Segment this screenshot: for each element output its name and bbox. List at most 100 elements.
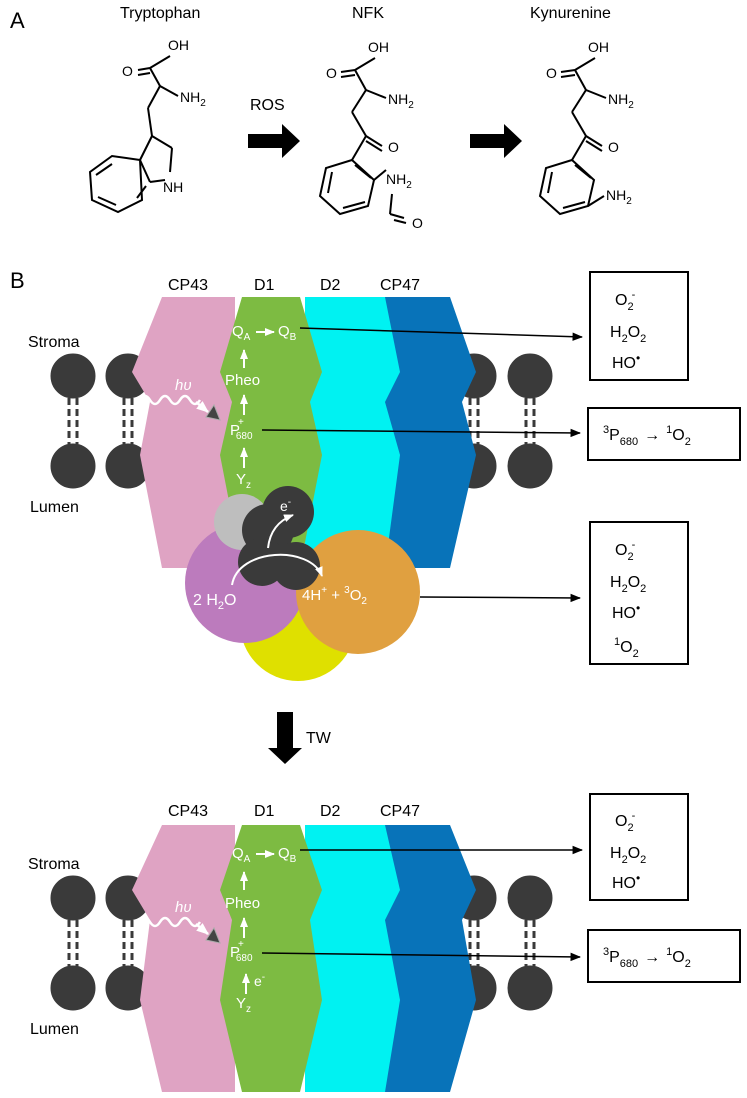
- nfk-nh2: NH2: [388, 91, 414, 111]
- arrow-qb-to-box1-top: [299, 327, 584, 341]
- ros-box-2-bottom: 3P680→1O2: [587, 929, 741, 983]
- qb-label-top: QB: [278, 323, 297, 343]
- yz-label-top: Yz: [236, 471, 251, 491]
- lipid-right-2b: [507, 875, 553, 1011]
- nfk-formyl-o: O: [412, 215, 423, 231]
- p680-triangle-top: [205, 403, 221, 421]
- ros-arrow: ROS: [248, 97, 300, 158]
- ros-box-1-top: O2- H2O2 HO•: [589, 271, 689, 381]
- box1-hydroxyl: HO•: [612, 351, 640, 372]
- stroma-label-top: Stroma: [28, 334, 80, 351]
- nfk-ring-nh2: NH2: [386, 171, 412, 191]
- tryptophan-ring-nh: NH: [163, 179, 183, 195]
- cp43-subunit-bottom: [132, 825, 235, 1092]
- reaction-arrow-2: [470, 124, 522, 158]
- cp47-label-bottom: CP47: [380, 803, 420, 820]
- cp47-subunit-top: [385, 297, 476, 568]
- oec-cluster-top: e- 2 H2O 4H+ + 3O2: [185, 486, 420, 681]
- tryptophan-oh: OH: [168, 37, 189, 53]
- lumen-label-top: Lumen: [30, 499, 79, 516]
- box3-hydroxyl: HO•: [612, 601, 640, 622]
- box3-h2o2: H2O2: [610, 574, 646, 595]
- tryptophan-nh2: NH2: [180, 89, 206, 109]
- box3-singlet-oxygen: 1O2: [614, 636, 639, 660]
- hv-label-top: hυ: [175, 377, 192, 394]
- nfk-ketone-o: O: [388, 139, 399, 155]
- d1-label-bottom: D1: [254, 803, 275, 820]
- kynurenine-oh: OH: [588, 39, 609, 55]
- box1b-h2o2: H2O2: [610, 845, 646, 866]
- electron-label-bottom: e-: [254, 972, 265, 989]
- kynurenine-nh2: NH2: [608, 91, 634, 111]
- box1b-hydroxyl: HO•: [612, 871, 640, 892]
- kynurenine-name: Kynurenine: [530, 5, 611, 22]
- d1-label-top: D1: [254, 277, 275, 294]
- pheo-label-bottom: Pheo: [225, 895, 260, 912]
- box1b-superoxide: O2-: [615, 810, 636, 834]
- panel-a: A Tryptophan OH O NH2 NH: [10, 5, 634, 231]
- ros-box-1-bottom: O2- H2O2 HO•: [589, 793, 689, 901]
- tryptophan-o: O: [122, 63, 133, 79]
- cp47-subunit-bottom: [385, 825, 476, 1092]
- box2-singlet-top: 3P680→1O2: [603, 424, 691, 448]
- nfk-structure: NFK OH O NH2 O NH2 O: [318, 5, 423, 231]
- d2-label-top: D2: [320, 277, 341, 294]
- box1-superoxide: O2-: [615, 289, 636, 313]
- lipid-left-1: [50, 353, 96, 489]
- lumen-label-bottom: Lumen: [30, 1021, 79, 1038]
- ros-box-3-top: O2- H2O2 HO• 1O2: [589, 521, 689, 665]
- lipid-right-2: [507, 353, 553, 489]
- kynurenine-o: O: [546, 65, 557, 81]
- kynurenine-structure: Kynurenine OH O NH2 O NH2: [530, 5, 634, 216]
- d1-subunit-bottom: [220, 825, 322, 1092]
- tryptophan-name: Tryptophan: [120, 5, 200, 22]
- cp47-label-top: CP47: [380, 277, 420, 294]
- electron-chain-top: QA QB Pheo P+680 Yz: [225, 323, 297, 491]
- qb-label-bottom: QB: [278, 845, 297, 865]
- stroma-label-bottom: Stroma: [28, 856, 80, 873]
- qa-label-top: QA: [232, 323, 251, 343]
- box2-singlet-bottom: 3P680→1O2: [603, 946, 691, 970]
- d2-label-bottom: D2: [320, 803, 341, 820]
- photon-bottom: hυ: [138, 899, 221, 944]
- psii-complex-top: Stroma Lumen CP43 D1 D2 CP47 e- 2 H2O 4H…: [28, 271, 741, 681]
- protons-oxygen-label: 4H+ + 3O2: [302, 585, 367, 607]
- ros-box-2-top: 3P680→1O2: [587, 407, 741, 461]
- p680-label-top: P+680: [230, 417, 253, 442]
- photon-top: hυ: [138, 377, 221, 421]
- kynurenine-ring-nh2: NH2: [606, 187, 632, 207]
- arrow-oec-to-box3-top: [419, 593, 582, 603]
- cp43-label-top: CP43: [168, 277, 208, 294]
- tryptophan-structure: Tryptophan OH O NH2 NH: [88, 5, 206, 214]
- lipid-bilayer-bottom: [50, 875, 553, 1011]
- box1-h2o2: H2O2: [610, 324, 646, 345]
- yz-label-bottom: Yz: [236, 995, 251, 1015]
- arrow-p680-to-box2-top: [261, 428, 582, 438]
- nfk-oh: OH: [368, 39, 389, 55]
- ros-label: ROS: [250, 97, 285, 114]
- box3-superoxide: O2-: [615, 539, 636, 563]
- arrow-p680-to-box2-bottom: [261, 952, 582, 962]
- p680-triangle-bottom: [205, 926, 221, 944]
- panel-a-label: A: [10, 8, 25, 33]
- tw-arrow: TW: [268, 712, 332, 764]
- d2-subunit-bottom: [305, 825, 400, 1092]
- oec-orange-circle: [296, 530, 420, 654]
- nfk-o: O: [326, 65, 337, 81]
- lipid-left-1b: [50, 875, 96, 1011]
- electron-label-top: e-: [280, 497, 291, 514]
- qa-label-bottom: QA: [232, 845, 251, 865]
- lipid-left-2b: [105, 875, 151, 1011]
- panel-b-label: B: [10, 268, 25, 293]
- hv-label-bottom: hυ: [175, 899, 192, 916]
- electron-chain-bottom: QA QB Pheo P+680 e- Yz: [225, 845, 297, 1015]
- tw-label: TW: [306, 730, 332, 747]
- cp43-label-bottom: CP43: [168, 803, 208, 820]
- pheo-label-top: Pheo: [225, 372, 260, 389]
- cp43-subunit-top: [132, 297, 235, 568]
- nfk-name: NFK: [352, 5, 384, 22]
- water-label: 2 H2O: [193, 592, 236, 612]
- psii-complex-bottom: Stroma Lumen CP43 D1 D2 CP47 QA QB Pheo …: [28, 793, 741, 1092]
- kynurenine-ketone-o: O: [608, 139, 619, 155]
